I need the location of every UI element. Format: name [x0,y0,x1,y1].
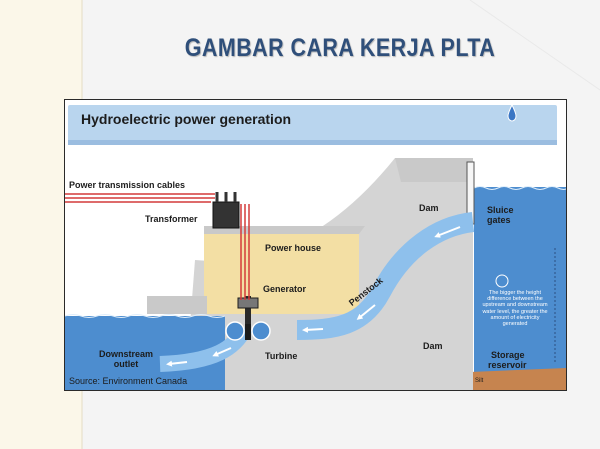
label-dam-bottom: Dam [423,341,443,351]
source-credit: Source: Environment Canada [69,376,188,386]
storage-reservoir [474,187,566,390]
label-downstream-2: outlet [113,359,139,369]
label-generator: Generator [263,284,307,294]
diagram-header: Hydroelectric power generation [81,111,292,127]
generator-shaft [245,296,251,324]
label-storage-1: Storage [491,350,525,360]
turbine-icon [225,321,271,341]
label-transformer: Transformer [145,214,198,224]
label-power-cables: Power transmission cables [69,180,186,190]
label-power-house: Power house [265,243,322,253]
label-silt: Silt [475,378,484,384]
label-sluice-gates-1: Sluice [487,205,514,215]
height-difference-note: The bigger the height difference between… [482,290,548,328]
label-turbine: Turbine [265,351,298,361]
label-downstream-1: Downstream [98,349,153,359]
label-dam-top: Dam [419,203,439,213]
power-house-building [204,234,359,314]
label-storage-2: reservoir [488,360,527,370]
label-sluice-gates-2: gates [487,215,511,225]
power-transmission-cables [65,193,250,300]
generator-icon [237,297,259,309]
penstock-flow [296,212,475,340]
header-band [68,105,557,143]
diagram-illustration [65,100,566,390]
diagram-frame: Hydroelectric power generation Power tra… [64,99,567,391]
transformer-icon [212,192,240,229]
water-drop-icon [507,103,517,122]
slide-title: GAMBAR CARA KERJA PLTA [184,34,496,62]
silt-layer [470,368,566,390]
